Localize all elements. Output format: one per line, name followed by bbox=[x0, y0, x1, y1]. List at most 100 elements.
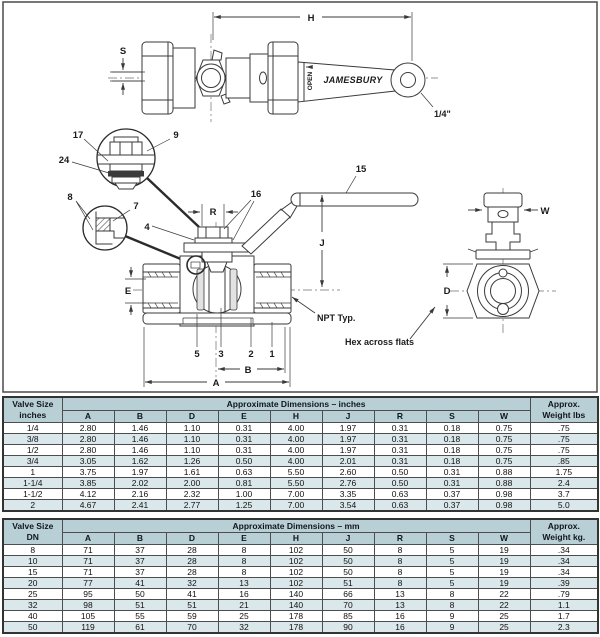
dim-value-cell: 178 bbox=[269, 609, 323, 622]
dim-value-cell: 3.35 bbox=[321, 487, 375, 500]
end-view: W D bbox=[443, 188, 556, 336]
dim-value-cell: 4.00 bbox=[269, 454, 323, 467]
col-header-J: J bbox=[321, 531, 375, 545]
dim-value-cell: 37 bbox=[113, 565, 167, 578]
dim-value-cell: 1.00 bbox=[217, 487, 271, 500]
dim-value-cell: 70 bbox=[321, 598, 375, 611]
dim-value-cell: 41 bbox=[113, 576, 167, 589]
part-16-label: 16 bbox=[251, 189, 262, 200]
dim-value-cell: 8 bbox=[373, 576, 427, 589]
dim-value-cell: 0.18 bbox=[425, 454, 479, 467]
dim-value-cell: 2.80 bbox=[61, 443, 115, 456]
dim-value-cell: 13 bbox=[217, 576, 271, 589]
dim-value-cell: 0.50 bbox=[373, 465, 427, 478]
col-header-E: E bbox=[217, 531, 271, 545]
hex-across-flats-label: Hex across flats bbox=[345, 337, 414, 347]
dim-value-cell: 3.75 bbox=[61, 465, 115, 478]
dim-value-cell: 8 bbox=[373, 565, 427, 578]
dim-value-cell: 13 bbox=[373, 587, 427, 600]
dim-value-cell: 102 bbox=[269, 554, 323, 567]
row-size-cell: 50 bbox=[2, 620, 63, 633]
dim-value-cell: 0.98 bbox=[477, 498, 531, 511]
part-17-label: 17 bbox=[73, 130, 84, 141]
dim-value-cell: 71 bbox=[61, 565, 115, 578]
row-size-cell: 2 bbox=[2, 498, 63, 511]
dim-value-cell: 0.63 bbox=[373, 498, 427, 511]
part-8-label: 8 bbox=[67, 192, 72, 203]
col-header-A: A bbox=[61, 531, 115, 545]
row-weight-cell: .34 bbox=[529, 543, 599, 556]
dim-value-cell: 98 bbox=[61, 598, 115, 611]
row-weight-cell: .75 bbox=[529, 432, 599, 445]
dim-w-label: W bbox=[541, 206, 550, 217]
dim-value-cell: 22 bbox=[477, 587, 531, 600]
dim-value-cell: 16 bbox=[373, 620, 427, 633]
dim-value-cell: 25 bbox=[477, 609, 531, 622]
top-view: OPEN JAMESBURY H S 1/4" bbox=[108, 12, 451, 122]
row-weight-cell: .75 bbox=[529, 443, 599, 456]
row-size-cell: 3/4 bbox=[2, 454, 63, 467]
dim-value-cell: 25 bbox=[217, 609, 271, 622]
dim-value-cell: 1.10 bbox=[165, 443, 219, 456]
detail-circle-seat: 8 7 bbox=[67, 192, 189, 264]
dim-value-cell: 0.31 bbox=[373, 454, 427, 467]
dim-value-cell: 1.97 bbox=[321, 421, 375, 434]
dim-value-cell: 5 bbox=[425, 565, 479, 578]
row-weight-cell: 1.7 bbox=[529, 609, 599, 622]
part-1-label: 1 bbox=[269, 349, 275, 360]
row-weight-cell: .85 bbox=[529, 454, 599, 467]
dim-value-cell: 178 bbox=[269, 620, 323, 633]
dim-value-cell: 0.50 bbox=[373, 476, 427, 489]
dim-value-cell: 16 bbox=[373, 609, 427, 622]
part-15-label: 15 bbox=[356, 164, 367, 175]
dim-value-cell: 4.12 bbox=[61, 487, 115, 500]
row-size-cell: 32 bbox=[2, 598, 63, 611]
handle-hole-label: 1/4" bbox=[434, 109, 451, 119]
row-weight-cell: .34 bbox=[529, 554, 599, 567]
dim-value-cell: 7.00 bbox=[269, 487, 323, 500]
dim-value-cell: 1.97 bbox=[321, 443, 375, 456]
dim-value-cell: 8 bbox=[217, 554, 271, 567]
col-header-S: S bbox=[425, 409, 479, 423]
dim-value-cell: 1.10 bbox=[165, 421, 219, 434]
row-size-cell: 20 bbox=[2, 576, 63, 589]
dim-s-label: S bbox=[120, 46, 126, 57]
dim-value-cell: 140 bbox=[269, 598, 323, 611]
col-header-D: D bbox=[165, 409, 219, 423]
detail-circle-stem: 17 24 9 bbox=[59, 128, 200, 228]
dim-value-cell: 50 bbox=[113, 587, 167, 600]
dim-d-label: D bbox=[444, 286, 451, 297]
dim-value-cell: 5 bbox=[425, 543, 479, 556]
dim-value-cell: 0.31 bbox=[425, 465, 479, 478]
col-header-W: W bbox=[477, 409, 531, 423]
dim-value-cell: 4.00 bbox=[269, 443, 323, 456]
dim-value-cell: 2.00 bbox=[165, 476, 219, 489]
dim-value-cell: 1.46 bbox=[113, 432, 167, 445]
dim-value-cell: 3.54 bbox=[321, 498, 375, 511]
row-weight-cell: .39 bbox=[529, 576, 599, 589]
row-size-cell: 1-1/2 bbox=[2, 487, 63, 500]
dim-value-cell: 105 bbox=[61, 609, 115, 622]
dim-value-cell: 32 bbox=[217, 620, 271, 633]
dim-value-cell: 55 bbox=[113, 609, 167, 622]
dim-j-label: J bbox=[319, 238, 324, 249]
dim-value-cell: 0.18 bbox=[425, 432, 479, 445]
row-weight-cell: 2.3 bbox=[529, 620, 599, 633]
col-header-J: J bbox=[321, 409, 375, 423]
col-header-B: B bbox=[113, 409, 167, 423]
dim-value-cell: 19 bbox=[477, 543, 531, 556]
row-weight-cell: 5.0 bbox=[529, 498, 599, 511]
dim-value-cell: 37 bbox=[113, 543, 167, 556]
dim-value-cell: 19 bbox=[477, 565, 531, 578]
dim-value-cell: 28 bbox=[165, 565, 219, 578]
dim-value-cell: 50 bbox=[321, 565, 375, 578]
dim-value-cell: 32 bbox=[165, 576, 219, 589]
dim-value-cell: 22 bbox=[477, 598, 531, 611]
dim-value-cell: 140 bbox=[269, 587, 323, 600]
